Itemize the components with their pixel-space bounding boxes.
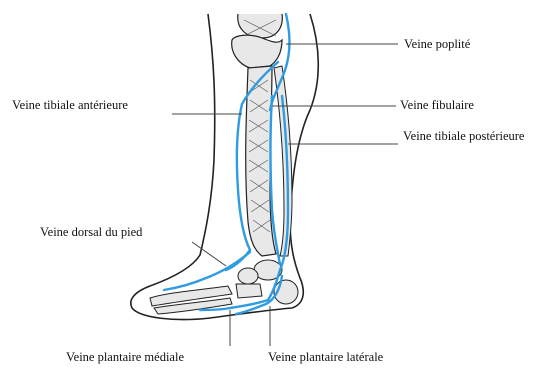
leader-dorsal-pied bbox=[192, 242, 226, 266]
label-veine-tibiale-posterieure: Veine tibiale postérieure bbox=[403, 129, 524, 143]
label-veine-fibulaire: Veine fibulaire bbox=[400, 98, 474, 112]
label-veine-plantaire-mediale: Veine plantaire médiale bbox=[66, 350, 184, 364]
label-veine-plantaire-laterale: Veine plantaire latérale bbox=[268, 350, 383, 364]
label-veine-tibiale-anterieure: Veine tibiale antérieure bbox=[12, 98, 128, 112]
tibia-head bbox=[232, 35, 282, 68]
label-veine-dorsal-pied: Veine dorsal du pied bbox=[40, 225, 142, 239]
label-veine-poplite: Veine poplité bbox=[404, 37, 470, 51]
fibula-bone bbox=[274, 66, 292, 256]
foot-bones bbox=[150, 260, 298, 314]
femur-end bbox=[238, 14, 283, 38]
